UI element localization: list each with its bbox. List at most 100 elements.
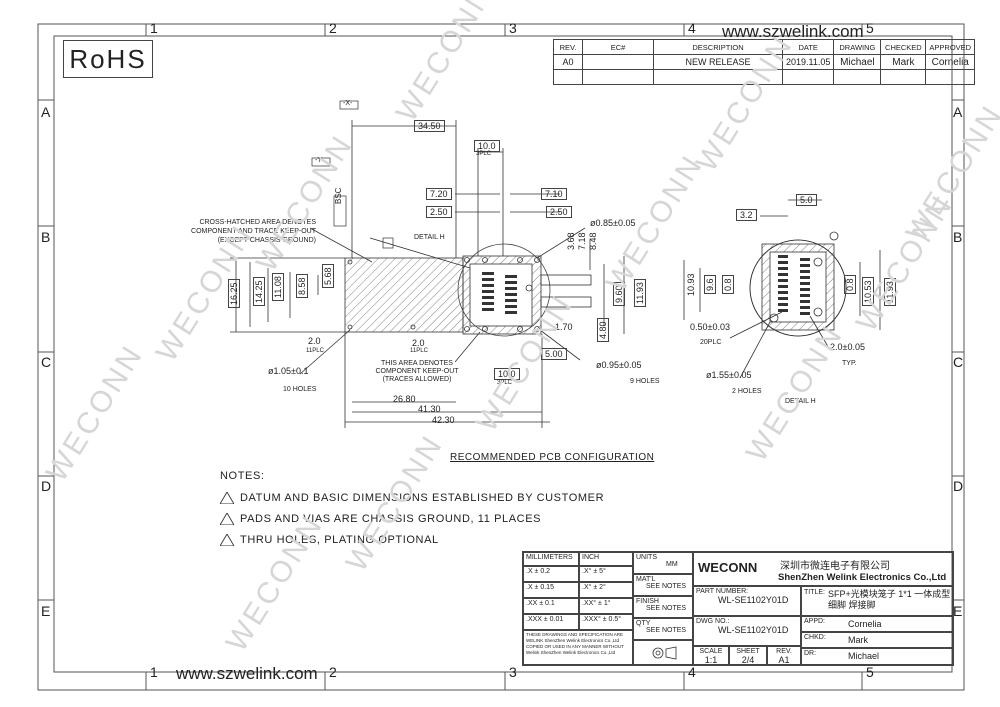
website-url-top: www.szwelink.com — [722, 22, 864, 41]
notes-section: NOTES: DATUM AND BASIC DIMENSIONS ESTABL… — [220, 470, 604, 547]
part-number-value: WL-SE1102Y01D — [718, 595, 789, 605]
scale-value: 1:1 — [704, 655, 718, 665]
appd-label: APPD: — [804, 618, 826, 625]
rohs-mark: RoHS — [63, 40, 153, 78]
website-url-bottom: www.szwelink.com — [176, 664, 318, 683]
dim-3plc-bottom: 3PLC — [497, 380, 513, 386]
rev-label: REV. — [776, 648, 792, 655]
zone-col-5-top: 5 — [866, 20, 874, 36]
finish-value: SEE NOTES — [646, 605, 687, 612]
triangle-icon — [220, 492, 234, 505]
dim-41-30: 41.30 — [418, 404, 441, 414]
dwg-number-label: DWG NO.: — [696, 618, 730, 625]
title-label: TITLE: — [804, 589, 826, 596]
zone-col-2-top: 2 — [329, 20, 337, 36]
dim-34-50: 34.50 — [414, 120, 445, 132]
disclaimer-text: THESE DRAWINGS AND SPECIFICATION ARE WEL… — [523, 630, 633, 665]
zone-row-d-right: D — [953, 478, 964, 494]
rev-cell: REV.A1 — [767, 646, 801, 665]
company-name-en: ShenZhen Welink Electronics Co.,Ltd — [778, 572, 947, 583]
detail-h-callout: DETAIL H — [414, 234, 445, 241]
dim-42-30: 42.30 — [432, 415, 455, 425]
detail-dim-10-53: 10.53 — [862, 277, 874, 306]
detail-pad-spec: 0.50±0.03 — [690, 322, 730, 332]
inch-label: INCH — [579, 552, 633, 566]
hole-105-spec: ø1.05±0.1 — [268, 366, 309, 376]
zone-row-b-right: B — [953, 229, 963, 245]
revision-table: REV. EC# DESCRIPTION DATE DRAWING CHECKE… — [553, 39, 976, 85]
zone-row-b-left: B — [41, 229, 51, 245]
zone-row-e-left: E — [41, 603, 51, 619]
dim-10-0-top: 10.0 — [474, 140, 500, 152]
matl-value: SEE NOTES — [646, 583, 687, 590]
mm-label: MILLIMETERS — [523, 552, 579, 566]
component-keepout-note: THIS AREA DENOTES COMPONENT KEEP-OUT (TR… — [375, 360, 459, 383]
zone-row-e-right: E — [953, 603, 963, 619]
company-header: WECONN 深圳市微连电子有限公司 ShenZhen Welink Elect… — [693, 552, 953, 586]
detail-dim-11-93: 11.93 — [884, 278, 896, 306]
tol-mm-1: .X ± 0.2 — [523, 566, 579, 582]
zone-col-1-bottom: 1 — [150, 664, 158, 680]
dr-label: DR: — [804, 650, 817, 657]
chkd-value: Mark — [848, 635, 868, 645]
dim-3plc-top: 3PLC — [476, 151, 492, 157]
zone-col-4-bottom: 4 — [688, 664, 696, 680]
detail-h-circle — [457, 243, 551, 337]
dim-7-10: 7.10 — [541, 188, 567, 200]
hole-095-spec: ø0.95±0.05 — [596, 360, 642, 370]
detail-dim-0-8-left: 0.8 — [722, 275, 734, 294]
detail-h-label: DETAIL H — [785, 398, 816, 405]
dim-26-80: 26.80 — [393, 394, 416, 404]
zone-col-3-top: 3 — [509, 20, 517, 36]
part-number-label: PART NUMBER: — [696, 588, 749, 595]
units-value: MM — [666, 561, 678, 568]
zone-row-c-right: C — [953, 354, 964, 370]
zone-row-a-right: A — [953, 104, 963, 120]
keepout-hatched-area — [344, 257, 464, 333]
title-text: SFP+光模块笼子 1*1 一体成型 细脚 焊接脚 — [828, 589, 951, 610]
dim-7-20: 7.20 — [426, 188, 452, 200]
hole-105-count: 10 HOLES — [283, 386, 317, 393]
triangle-icon — [220, 534, 234, 547]
qty-label: QTY — [636, 620, 651, 627]
notes-title: NOTES: — [220, 470, 265, 482]
note-item-2: PADS AND VIAS ARE CHASSIS GROUND, 11 PLA… — [220, 513, 604, 526]
tol-deg-4: .XXX° ± 0.5° — [579, 614, 633, 630]
zone-row-a-left: A — [41, 104, 51, 120]
dwg-number-cell: DWG NO.:WL-SE1102Y01D — [693, 616, 801, 646]
pcb-configuration-title: RECOMMENDED PCB CONFIGURATION — [450, 452, 655, 463]
note-item-3: THRU HOLES, PLATING OPTIONAL — [220, 534, 604, 547]
finish-label: FINISH — [636, 598, 659, 605]
qty-value: SEE NOTES — [646, 627, 687, 634]
zone-row-c-left: C — [41, 354, 52, 370]
detail-hole-spec: ø1.55±0.05 — [706, 370, 752, 380]
sheet-label: SHEET — [736, 648, 760, 655]
datum-y-label: -Y- — [315, 157, 324, 164]
detail-dim-9-6: 9.6 — [704, 275, 716, 294]
tol-mm-4: .XXX ± 0.01 — [523, 614, 579, 630]
zone-row-d-left: D — [41, 478, 52, 494]
zone-col-3-bottom: 3 — [509, 664, 517, 680]
dim-2-50-right: 2.50 — [546, 206, 572, 218]
dr-value: Michael — [848, 651, 880, 661]
tol-mm-3: .XX ± 0.1 — [523, 598, 579, 614]
appd-value: Cornelia — [848, 619, 882, 629]
zone-col-4-top: 4 — [688, 20, 696, 36]
dr-cell: DR: Michael — [801, 648, 953, 665]
detail-pitch-note: TYP. — [842, 360, 857, 367]
approved-header: APPROVED — [925, 39, 976, 55]
tol-deg-2: .X° ± 2° — [579, 582, 633, 598]
dim-2-0-left: 2.0 — [308, 336, 321, 346]
datum-x-label: -X- — [343, 100, 353, 107]
dim-11plc-left: 11PLC — [306, 348, 324, 354]
hole-085-spec: ø0.85±0.05 — [590, 218, 636, 228]
